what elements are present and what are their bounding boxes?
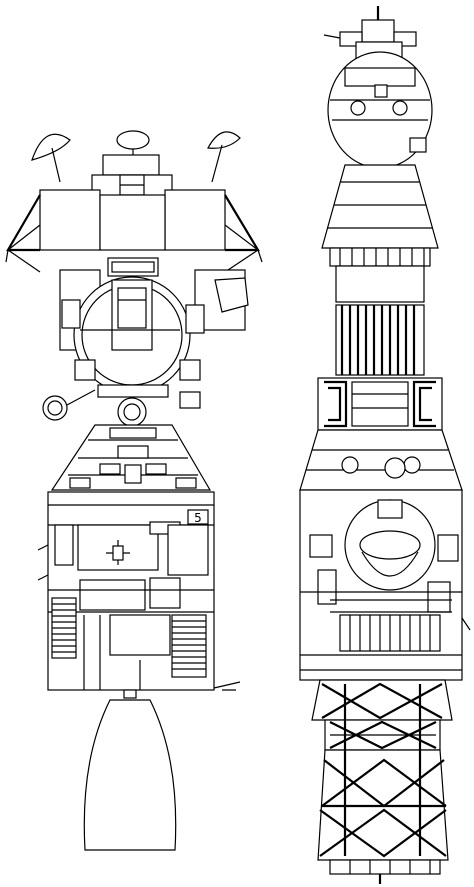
left-command-module: [50, 424, 212, 491]
right-main-block: [299, 489, 471, 681]
descent-module-bell: [321, 164, 439, 249]
right-docking-probe: [323, 6, 417, 61]
top-dish-antenna: [116, 130, 150, 170]
right-dish-antenna: [207, 131, 241, 183]
lower-hatch-ring: [117, 397, 147, 427]
right-orbital-module: [327, 51, 433, 169]
left-engine-nozzle: [83, 689, 177, 851]
left-spacecraft: 5: [5, 130, 263, 851]
right-spacecraft: [299, 6, 471, 884]
left-lander-stage: [5, 130, 263, 277]
engine-bell: [83, 699, 177, 851]
descent-quad-center: [99, 194, 166, 251]
right-bottom-nozzles: [329, 859, 441, 884]
right-lattice-truss: [311, 679, 453, 861]
left-dish-antenna: [31, 133, 71, 183]
radiator-louvers-left: [51, 597, 77, 659]
ascent-stage-top: [102, 154, 160, 176]
left-sphere-module: [42, 269, 249, 427]
thruster-ring-left: [42, 395, 68, 421]
descent-quad-right: [164, 189, 226, 251]
descent-quad-left: [39, 189, 101, 251]
right-ribbed-cylinder: [335, 304, 425, 376]
landing-legs: [5, 194, 263, 273]
right-transition-cone: [299, 429, 463, 491]
right-radiator-band: [317, 377, 443, 431]
panel-marking-text: 5: [194, 511, 202, 525]
right-descent-module: [321, 164, 439, 303]
thruster-cluster: [339, 614, 441, 652]
left-service-module: 5: [37, 491, 241, 691]
radiator-louvers-right: [171, 614, 207, 678]
panel-marking-box: [187, 509, 209, 525]
